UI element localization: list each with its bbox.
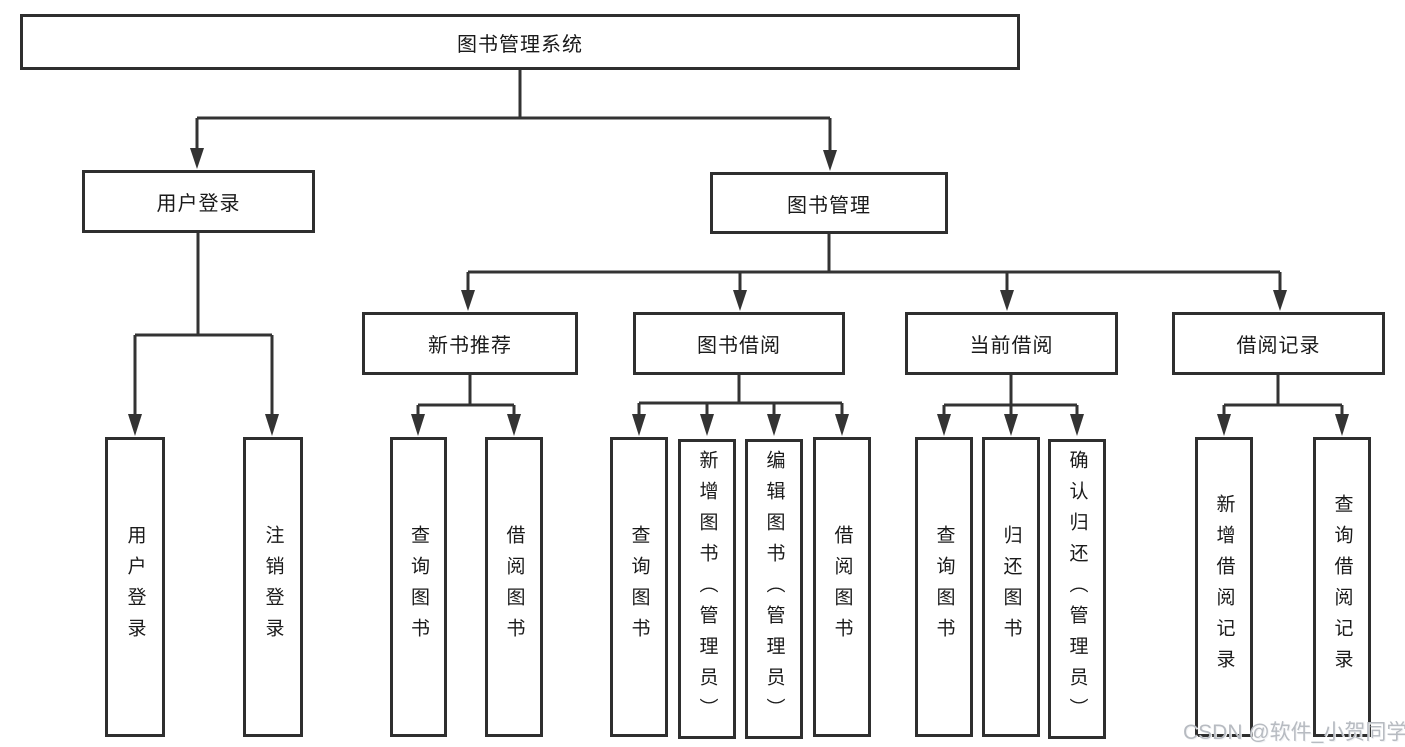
node-current-borrowing: 当前借阅 bbox=[905, 312, 1118, 375]
node-new-book-recommendation: 新书推荐 bbox=[362, 312, 578, 375]
leaf-borrow-books-recommend: 借阅图书 bbox=[485, 437, 543, 737]
leaf-user-login: 用户登录 bbox=[105, 437, 165, 737]
leaf-add-borrow-record: 新增借阅记录 bbox=[1195, 437, 1253, 737]
node-root-library-system: 图书管理系统 bbox=[20, 14, 1020, 70]
node-user-login: 用户登录 bbox=[82, 170, 315, 233]
csdn-watermark: CSDN @软件_小贺同学 bbox=[1183, 721, 1405, 744]
leaf-edit-books-admin: 编辑图书（管理员） bbox=[745, 439, 803, 739]
leaf-query-books-recommend: 查询图书 bbox=[390, 437, 447, 737]
arrowhead-icons bbox=[128, 148, 1349, 436]
leaf-borrow-books: 借阅图书 bbox=[813, 437, 871, 737]
node-book-borrowing: 图书借阅 bbox=[633, 312, 845, 375]
leaf-confirm-return-admin: 确认归还（管理员） bbox=[1048, 439, 1106, 739]
node-borrowing-records: 借阅记录 bbox=[1172, 312, 1385, 375]
leaf-query-borrow-record: 查询借阅记录 bbox=[1313, 437, 1371, 737]
leaf-query-books-borrow: 查询图书 bbox=[610, 437, 668, 737]
leaf-logout: 注销登录 bbox=[243, 437, 303, 737]
node-book-management: 图书管理 bbox=[710, 172, 948, 234]
leaf-add-books-admin: 新增图书（管理员） bbox=[678, 439, 736, 739]
leaf-return-books: 归还图书 bbox=[982, 437, 1040, 737]
connector-path bbox=[133, 70, 1344, 420]
leaf-query-books-current: 查询图书 bbox=[915, 437, 973, 737]
